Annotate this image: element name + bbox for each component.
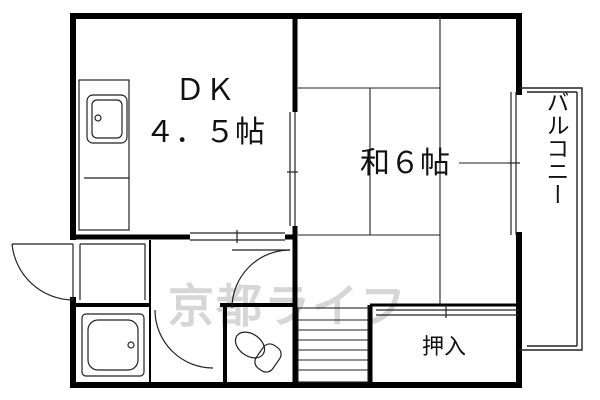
bathtub [81, 313, 145, 377]
balcony-label: バルコニー [542, 91, 569, 206]
toilet-room [231, 249, 291, 373]
tatami-lines [298, 16, 508, 305]
kitchen-counter [78, 79, 130, 231]
hallway-lines [79, 243, 146, 300]
closet-doors [376, 305, 519, 318]
stairs [297, 307, 369, 383]
washitsu-room-name: 和６帖 [360, 146, 450, 181]
toilet-icon [234, 331, 282, 373]
closet-label: 押入 [422, 335, 466, 360]
balcony-outline [519, 87, 583, 351]
bathroom [81, 309, 214, 377]
dk-fixtures [190, 112, 298, 243]
entrance-door [11, 243, 74, 301]
kitchen-sink [86, 94, 128, 144]
dk-room-name: ＤＫ [175, 73, 235, 108]
bathroom-door-arc [154, 309, 214, 369]
interior-walls [73, 16, 519, 385]
dk-room-size: ４．５帖 [145, 115, 265, 150]
balcony-window [508, 92, 520, 235]
toilet-door-arc [231, 249, 291, 309]
